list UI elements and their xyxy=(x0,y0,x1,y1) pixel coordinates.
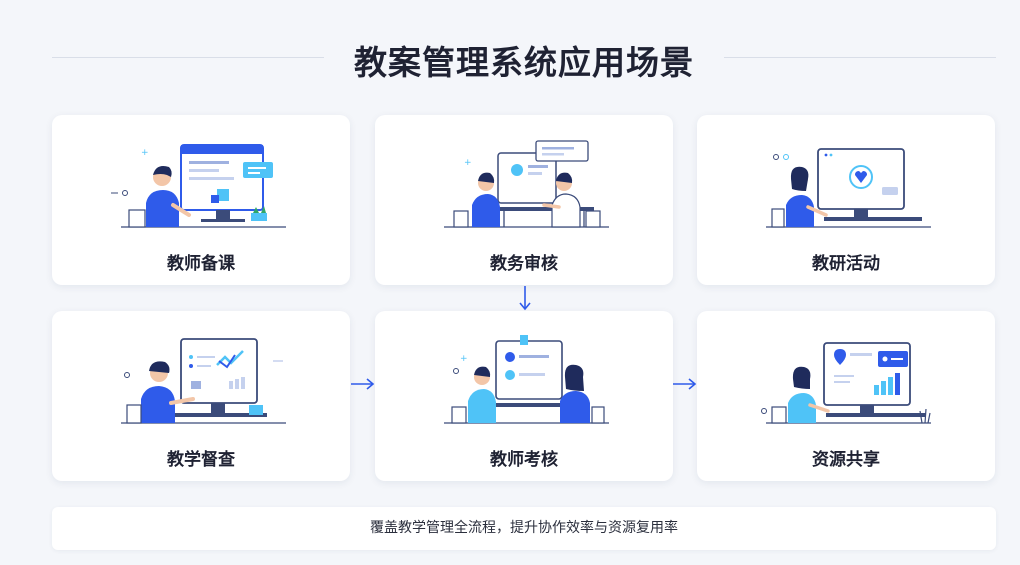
arrow-right-icon xyxy=(673,378,697,390)
card-teaching-supervision: 教学督查 xyxy=(52,311,350,481)
arrow-right-icon xyxy=(351,378,375,390)
svg-text:+: + xyxy=(464,158,472,168)
academic-review-meeting-icon: + xyxy=(444,140,609,228)
card-teaching-research: 教研活动 xyxy=(697,115,995,285)
card-label: 教务审核 xyxy=(490,254,558,274)
card-teacher-assessment: + 教师考核 xyxy=(375,311,673,481)
teacher-assessment-icon: + xyxy=(444,335,609,424)
card-label: 教师备课 xyxy=(167,254,235,274)
title-divider-left xyxy=(52,57,324,58)
card-resource-sharing: 资源共享 xyxy=(697,311,995,481)
teaching-supervision-icon xyxy=(121,338,286,424)
card-academic-review: + 教务审核 xyxy=(375,115,673,285)
svg-text:+: + xyxy=(460,354,468,364)
page-title: 教案管理系统应用场景 xyxy=(354,43,694,82)
resource-sharing-icon xyxy=(761,342,931,424)
title-row: 教案管理系统应用场景 xyxy=(0,0,1020,118)
card-label: 教学督查 xyxy=(167,450,235,470)
arrow-down-icon xyxy=(519,286,531,311)
title-divider-right xyxy=(724,57,996,58)
footer-summary: 覆盖教学管理全流程，提升协作效率与资源复用率 xyxy=(52,507,996,550)
card-label: 教师考核 xyxy=(490,450,558,470)
teacher-preparing-lesson-icon: + xyxy=(111,144,286,228)
svg-text:+: + xyxy=(141,148,149,158)
card-label: 教研活动 xyxy=(812,254,880,274)
card-teacher-lesson-prep: + 教师备课 xyxy=(52,115,350,285)
teaching-research-icon xyxy=(766,148,931,228)
card-label: 资源共享 xyxy=(812,450,880,470)
